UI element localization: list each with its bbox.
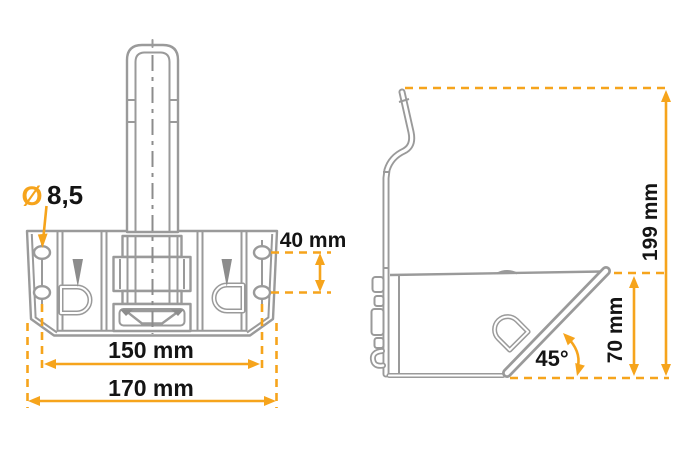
dim-channel-height: 70 mm <box>604 276 639 376</box>
front-view-drawing <box>25 39 279 337</box>
dim-label-overall-height: 199 mm <box>639 183 662 261</box>
channel-body <box>386 270 603 378</box>
arrow-left-icon <box>28 396 40 406</box>
dim-label-hole-pitch: 150 mm <box>108 337 194 363</box>
fold-pointer-left-icon <box>72 259 83 287</box>
d-cutout-left <box>58 284 93 316</box>
dim-overall-height: 199 mm <box>639 90 671 376</box>
mounting-holes-left <box>32 240 52 306</box>
side-view-drawing <box>369 88 611 378</box>
dim-hole-diameter: Ø 8,5 <box>21 180 83 248</box>
dim-plate-width: 170 mm <box>26 323 278 408</box>
arrow-down-icon <box>37 233 48 248</box>
dim-bend-angle: 45° <box>535 333 585 376</box>
dim-hole-spacing: 40 mm <box>271 229 347 294</box>
arrow-right-icon <box>264 396 276 406</box>
arrow-down-icon <box>575 363 585 376</box>
dim-hole-pitch: 150 mm <box>40 304 264 372</box>
dim-label-bend-angle: 45° <box>535 346 568 371</box>
arrow-down-icon <box>629 364 639 376</box>
arrow-up-left-icon <box>563 333 576 346</box>
arrow-down-icon <box>315 280 325 292</box>
dim-label-hole-diameter-symbol: Ø <box>21 181 42 211</box>
clamp-tabs <box>369 276 386 369</box>
hook-profile <box>382 88 416 378</box>
angled-plate <box>502 266 611 378</box>
dim-label-hole-diameter-value: 8,5 <box>47 180 83 210</box>
dim-label-channel-height: 70 mm <box>604 297 627 364</box>
arrow-up-icon <box>661 90 671 102</box>
arrow-down-icon <box>661 364 671 376</box>
arrow-right-icon <box>248 359 260 369</box>
dim-label-plate-width: 170 mm <box>108 375 194 401</box>
arrow-up-icon <box>315 253 325 265</box>
d-cutout-side <box>492 314 531 353</box>
dim-label-hole-spacing: 40 mm <box>280 229 347 252</box>
arrow-left-icon <box>44 359 56 369</box>
fold-pointer-right-icon <box>221 259 232 287</box>
arrow-up-icon <box>629 276 639 288</box>
post-tube <box>125 39 180 234</box>
